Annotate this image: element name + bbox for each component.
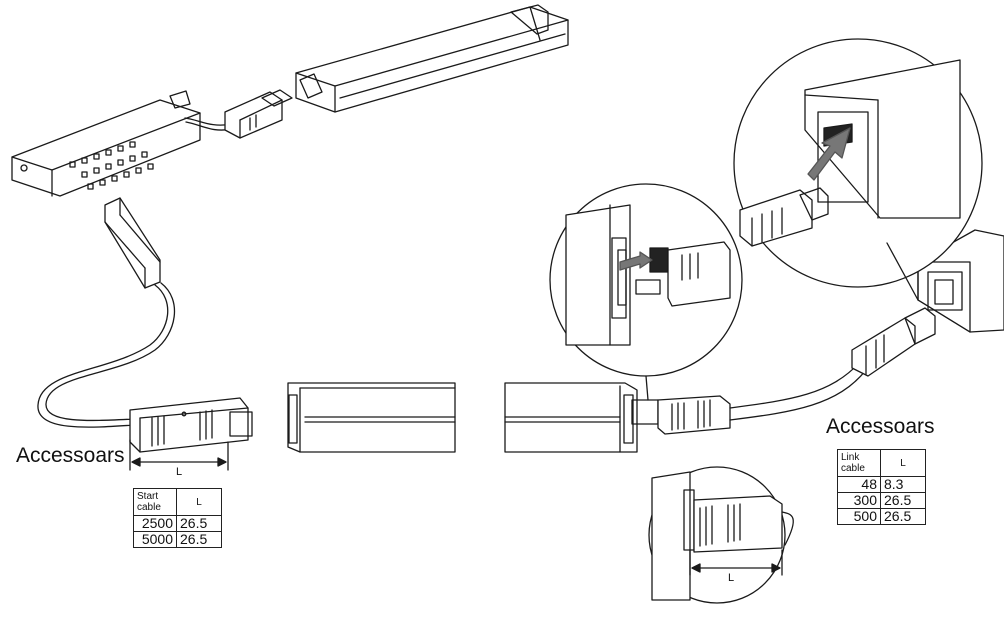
table-cell: 8.3: [880, 476, 926, 493]
link-cable-table: Link cable L 48 8.3 300 26.5 500 26.5: [837, 449, 926, 525]
table-cell: 500: [837, 508, 881, 525]
distributor-sockets: [69, 141, 154, 190]
zoom-circle-top-right: [733, 38, 983, 301]
profile-segment-left: [287, 382, 456, 453]
dimension-arrow-right: [691, 563, 781, 573]
table-row: 5000 26.5: [133, 531, 222, 548]
zoom-circle-middle: [549, 183, 743, 401]
table-cell: 2500: [133, 515, 177, 532]
table-header-row: Link cable L: [837, 449, 926, 477]
dimension-arrow-left: [131, 457, 227, 467]
table-row: 500 26.5: [837, 508, 926, 525]
table-cell: 26.5: [880, 508, 926, 525]
driver-box: [295, 4, 569, 113]
profile-segment-right: [504, 382, 638, 453]
table-header: Link cable: [837, 449, 881, 477]
distributor-block: [11, 90, 201, 197]
dimension-label-right: L: [728, 572, 735, 584]
link-cable-far-connector: [851, 307, 936, 377]
start-cable-table: Start cable L 2500 26.5 5000 26.5: [133, 488, 222, 548]
start-plug-top: [104, 197, 161, 289]
table-cell: 300: [837, 492, 881, 509]
link-cable-connector: [631, 395, 731, 435]
table-header-row: Start cable L: [133, 488, 222, 516]
table-header: L: [880, 449, 926, 477]
table-row: 48 8.3: [837, 476, 926, 493]
table-cell: 5000: [133, 531, 177, 548]
table-row: 300 26.5: [837, 492, 926, 509]
table-header: L: [176, 488, 222, 516]
accessoars-label-left: Accessoars: [16, 444, 125, 467]
table-cell: 48: [837, 476, 881, 493]
driver-connector: [224, 89, 293, 139]
table-cell: 26.5: [880, 492, 926, 509]
table-header: Start cable: [133, 488, 177, 516]
table-row: 2500 26.5: [133, 515, 222, 532]
accessoars-label-right: Accessoars: [826, 415, 935, 438]
start-cable: [37, 284, 169, 428]
table-cell: 26.5: [176, 515, 222, 532]
start-cable-connector: [129, 397, 253, 471]
table-cell: 26.5: [176, 531, 222, 548]
zoom-circle-bottom: [648, 466, 794, 604]
dimension-label-left: L: [176, 466, 183, 478]
link-cable: [729, 361, 861, 409]
